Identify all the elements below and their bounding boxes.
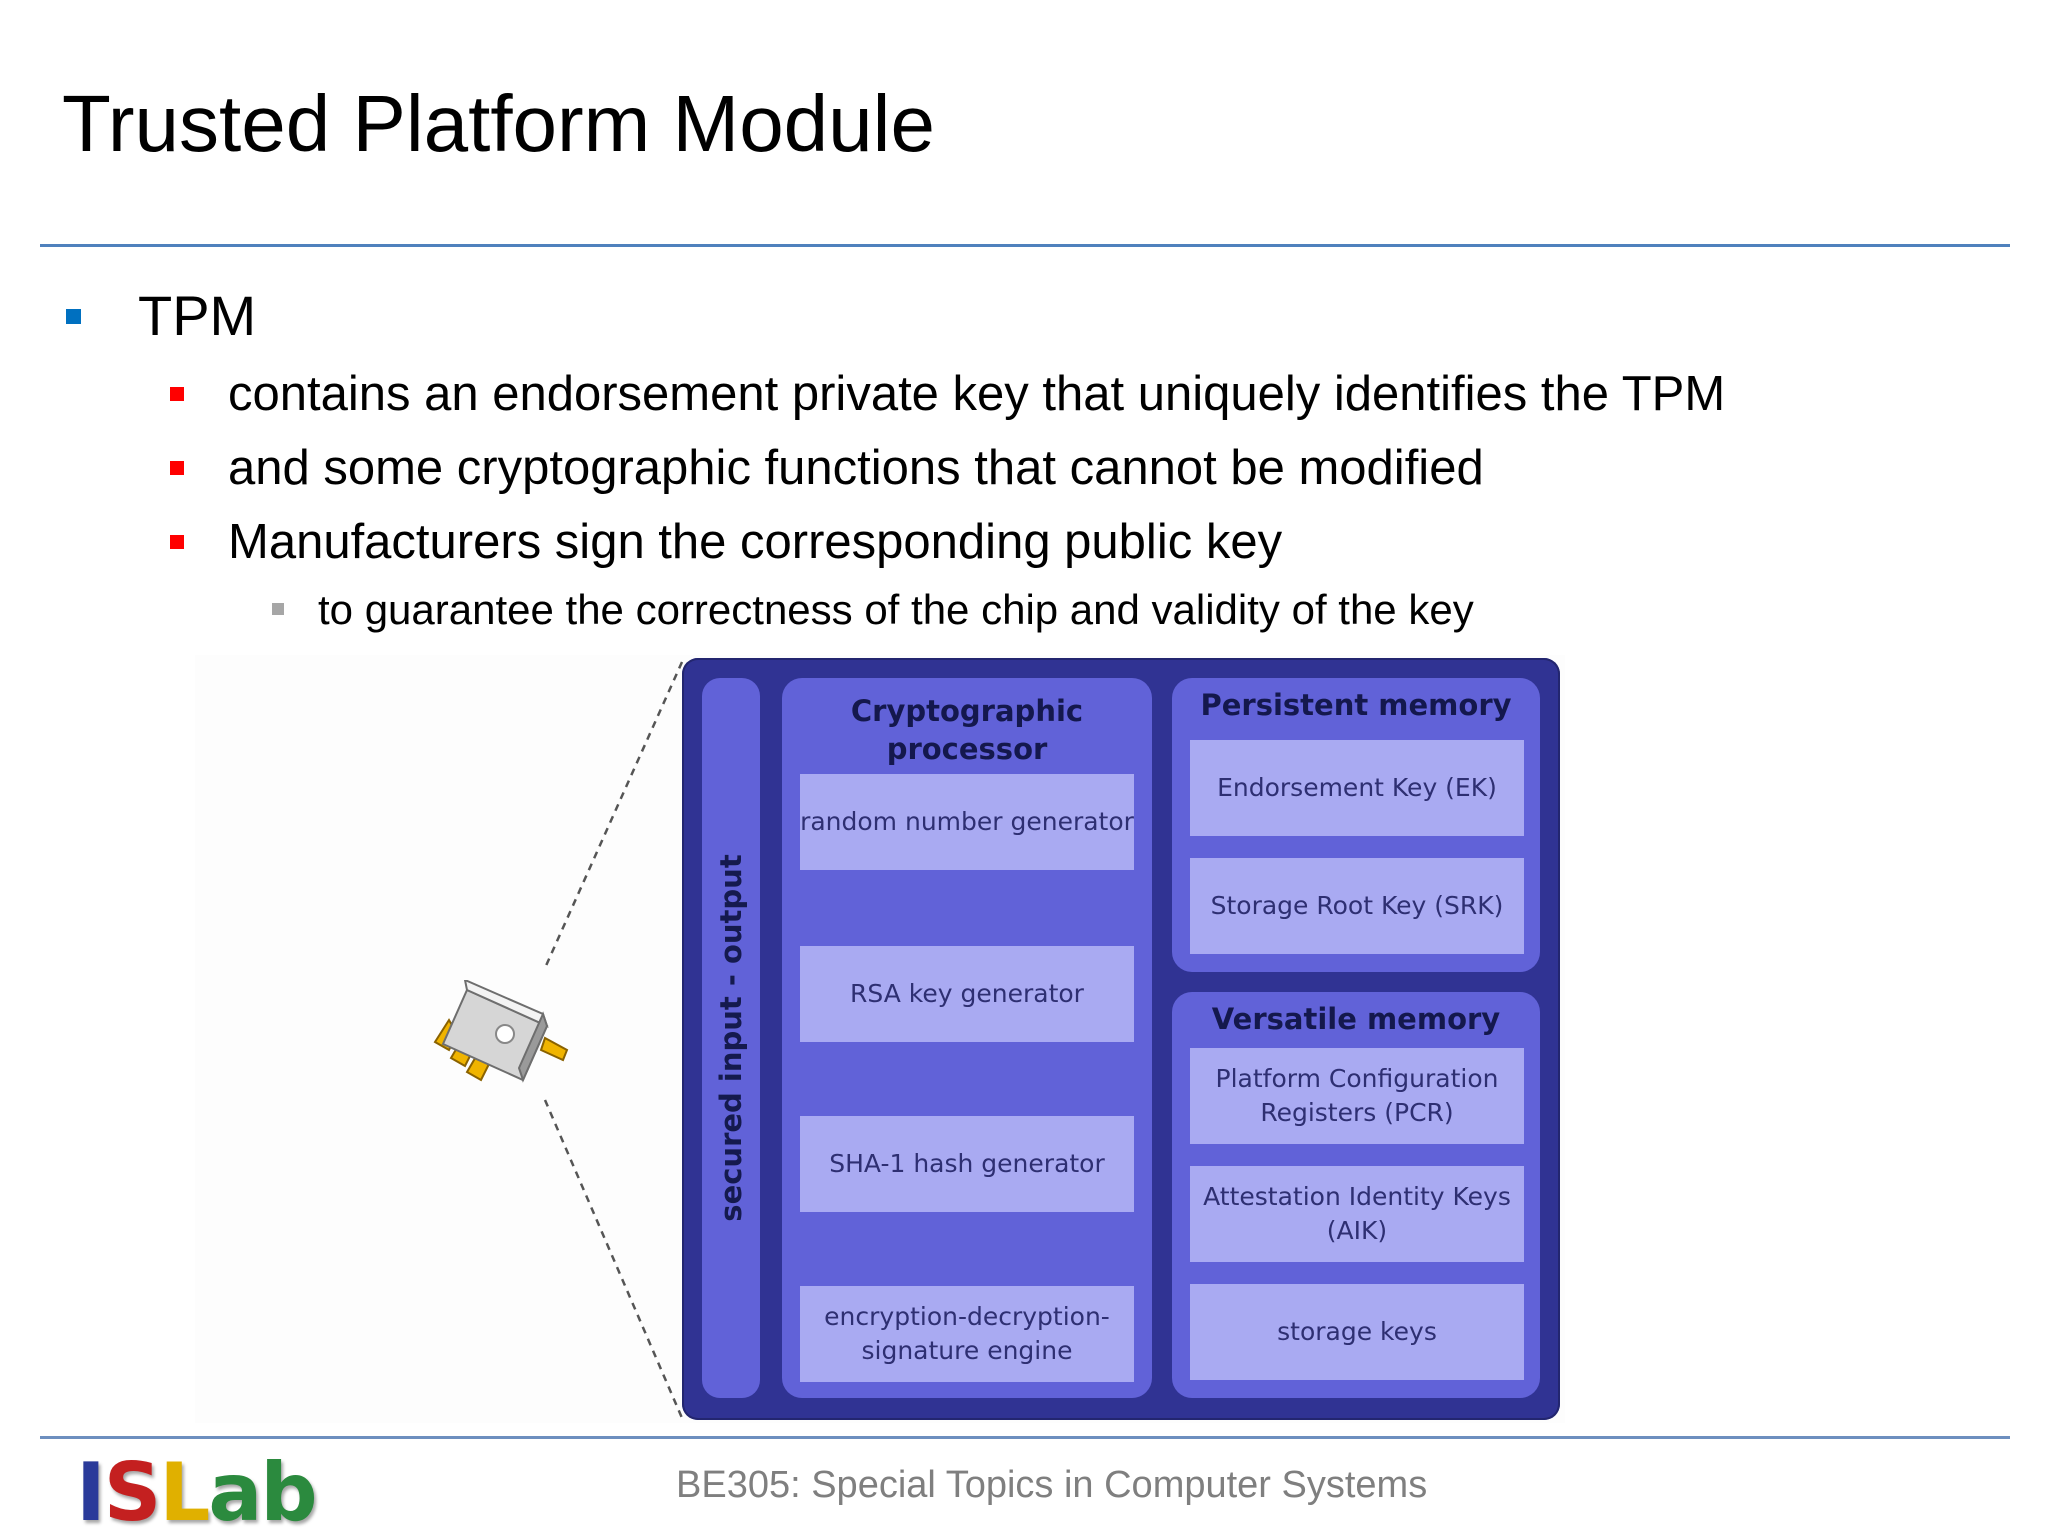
bullet-text: contains an endorsement private key that… bbox=[228, 367, 1726, 421]
bullet-marker-blue bbox=[66, 309, 81, 324]
title-divider bbox=[40, 244, 2010, 247]
bullet-text: to guarantee the correctness of the chip… bbox=[318, 586, 1474, 633]
footer-course: BE305: Special Topics in Computer System… bbox=[676, 1464, 1428, 1506]
encryption-engine: encryption-decryption-signature engine bbox=[800, 1286, 1134, 1382]
logo-letter: ab bbox=[208, 1446, 317, 1539]
storage-keys: storage keys bbox=[1190, 1284, 1524, 1380]
bullet-marker-red bbox=[170, 387, 184, 401]
attestation-identity-keys: Attestation Identity Keys (AIK) bbox=[1190, 1166, 1524, 1262]
bullet-text: and some cryptographic functions that ca… bbox=[228, 441, 1484, 495]
endorsement-key: Endorsement Key (EK) bbox=[1190, 740, 1524, 836]
random-number-generator: random number generator bbox=[800, 774, 1134, 870]
logo-letter: S bbox=[103, 1446, 162, 1539]
logo-letter: L bbox=[159, 1446, 210, 1539]
sha1-hash-generator: SHA-1 hash generator bbox=[800, 1116, 1134, 1212]
microchip-icon bbox=[433, 980, 569, 1083]
versatile-memory-title: Versatile memory bbox=[1211, 1002, 1501, 1036]
bullet-marker-red bbox=[170, 461, 184, 475]
secured-io-panel: secured input - output bbox=[702, 678, 760, 1398]
crypto-processor-panel: Cryptographic processor random number ge… bbox=[782, 678, 1152, 1398]
crypto-processor-title: Cryptographic processor bbox=[850, 694, 1084, 766]
islab-logo: ISLab bbox=[76, 1446, 318, 1539]
rsa-key-generator: RSA key generator bbox=[800, 946, 1134, 1042]
storage-root-key: Storage Root Key (SRK) bbox=[1190, 858, 1524, 954]
bullet-text: TPM bbox=[138, 284, 257, 347]
bullet-level2: and some cryptographic functions that ca… bbox=[170, 438, 1484, 498]
persistent-memory-panel: Persistent memory Endorsement Key (EK) S… bbox=[1172, 678, 1540, 972]
footer-divider bbox=[40, 1436, 2010, 1439]
bullet-level2: Manufacturers sign the corresponding pub… bbox=[170, 512, 1283, 572]
slide-title: Trusted Platform Module bbox=[62, 79, 935, 168]
bullet-text: Manufacturers sign the corresponding pub… bbox=[228, 515, 1283, 569]
bullet-marker-gray bbox=[272, 603, 284, 615]
bullet-level2: contains an endorsement private key that… bbox=[170, 364, 1726, 424]
tpm-block: secured input - output Cryptographic pro… bbox=[682, 658, 1560, 1420]
versatile-memory-panel: Versatile memory Platform Configuration … bbox=[1172, 992, 1540, 1398]
io-label: secured input - output bbox=[714, 854, 748, 1222]
persistent-memory-title: Persistent memory bbox=[1200, 688, 1512, 722]
bullet-level3: to guarantee the correctness of the chip… bbox=[272, 582, 1474, 638]
pcr-registers: Platform Configuration Registers (PCR) bbox=[1190, 1048, 1524, 1144]
bullet-level1: TPM bbox=[66, 284, 257, 348]
bullet-marker-red bbox=[170, 535, 184, 549]
logo-letter: I bbox=[76, 1446, 106, 1539]
